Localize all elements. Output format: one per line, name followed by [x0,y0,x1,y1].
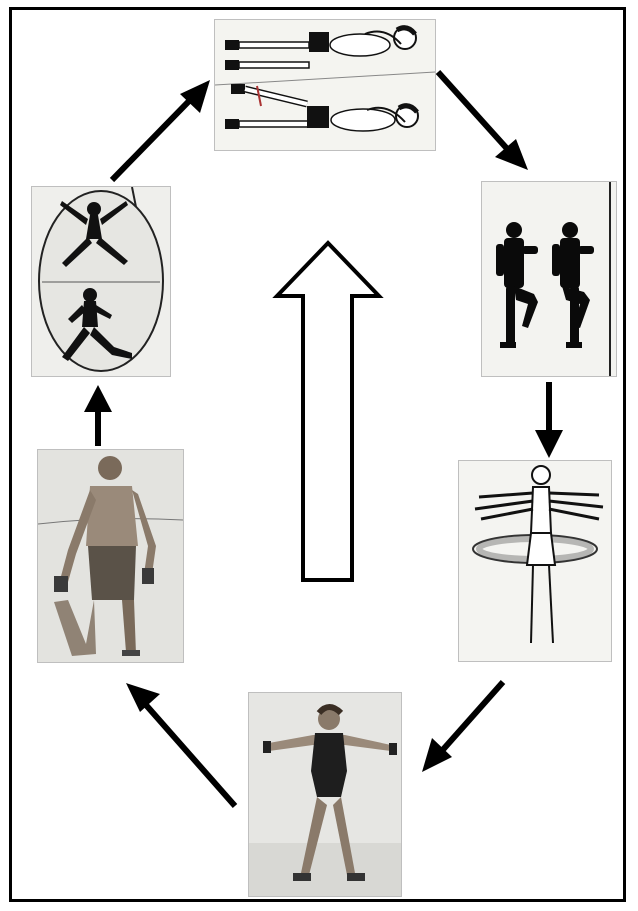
arrow-bottom-to-left-head [126,683,160,712]
center-up-arrow-icon [277,243,379,580]
arrow-right-to-bottom [440,682,503,753]
arrow-top-to-right [438,72,510,152]
arrow-left-up-head [84,385,112,412]
arrow-right-down-head [535,430,563,458]
arrow-left-to-top [112,98,192,180]
arrow-bottom-to-left [146,705,235,806]
